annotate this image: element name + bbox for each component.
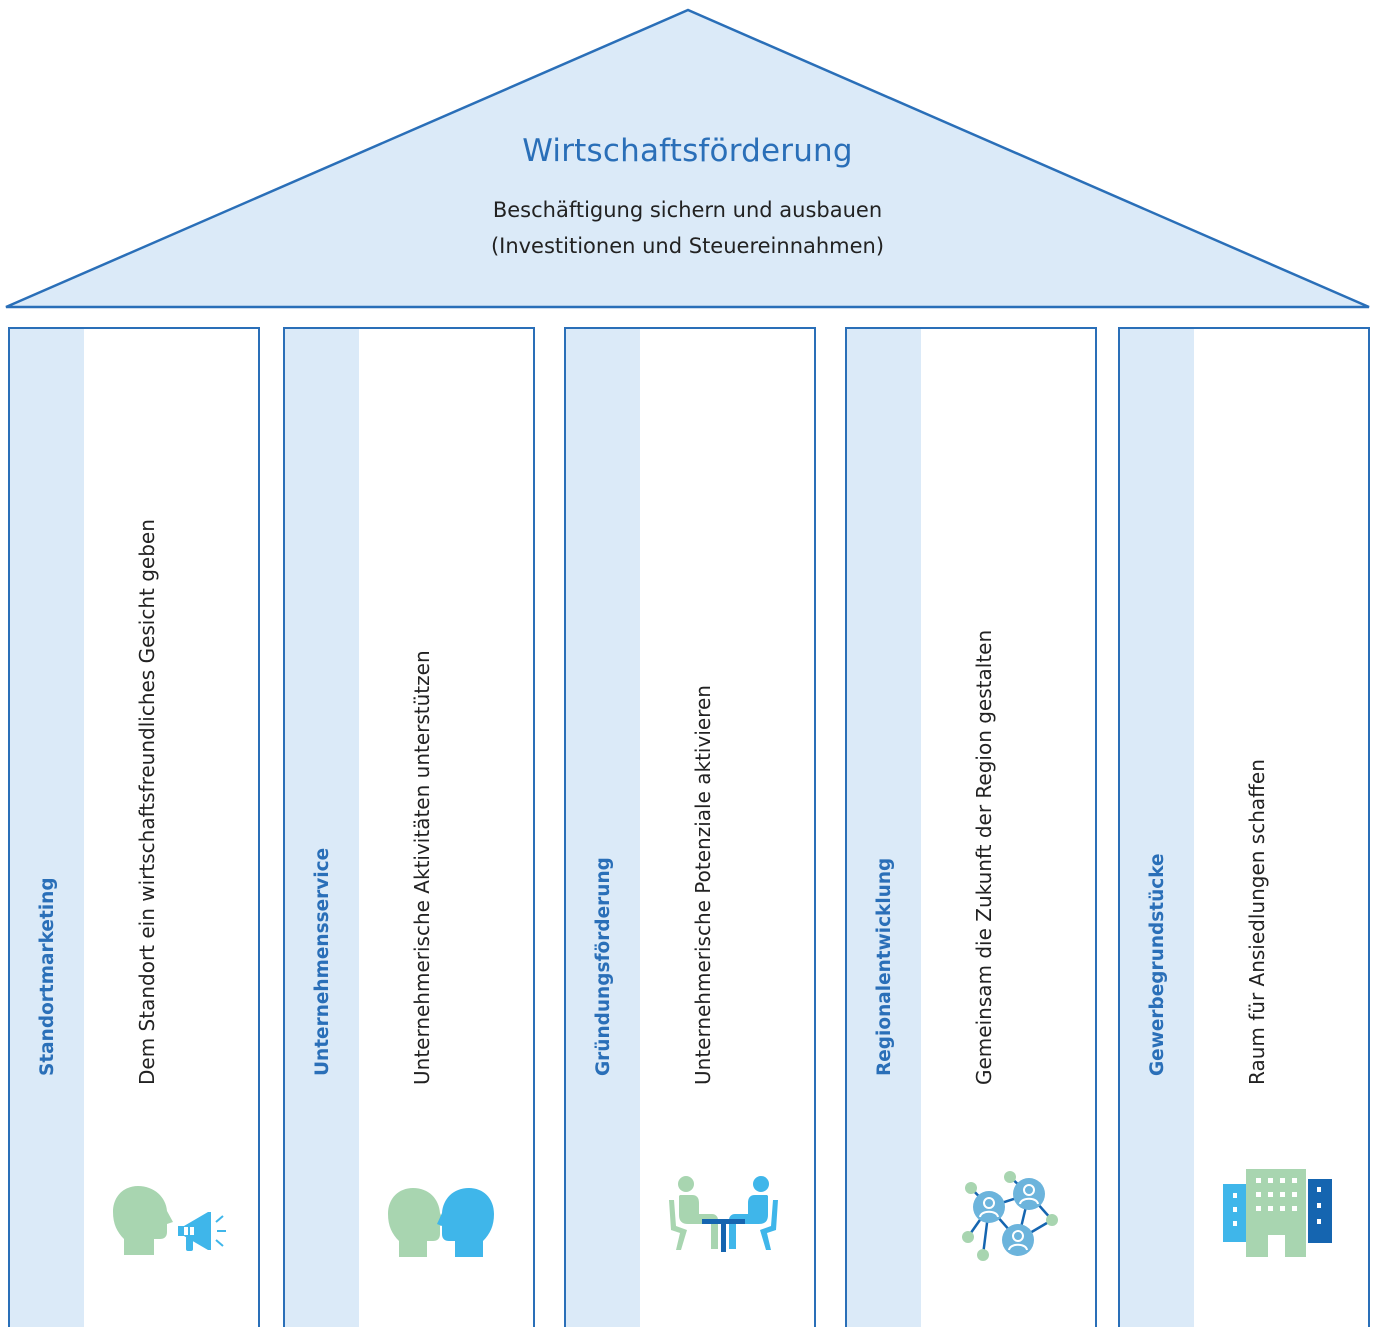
pillar-gruendungsfoerderung: Gründungsförderung Unternehmerische Pote… — [564, 327, 816, 1327]
meeting-table-icon — [669, 1176, 778, 1252]
pillar-gewerbegrundstuecke: Gewerbegrundstücke Raum für Ansiedlungen… — [1118, 327, 1370, 1327]
pillar-stripe — [285, 329, 359, 1327]
network-people-icon — [962, 1171, 1058, 1261]
roof-triangle — [5, 8, 1370, 309]
pillar-title: Regionalentwicklung — [874, 857, 895, 1076]
pillar-regionalentwicklung: Regionalentwicklung Gemeinsam die Zukunf… — [845, 327, 1097, 1327]
pillar-description: Unternehmerische Potenziale aktivieren — [691, 685, 715, 1085]
pillar-description: Unternehmerische Aktivitäten unterstütze… — [410, 650, 434, 1085]
pillar-description: Raum für Ansiedlungen schaffen — [1245, 759, 1269, 1085]
pillar-title: Unternehmensservice — [312, 847, 333, 1076]
roof-subtitle-line2: (Investitionen und Steuereinnahmen) — [490, 234, 885, 258]
pillar-stripe — [566, 329, 640, 1327]
pillar-description: Gemeinsam die Zukunft der Region gestalt… — [972, 629, 996, 1085]
buildings-icon — [1223, 1169, 1332, 1257]
pillar-title: Gründungsförderung — [593, 857, 614, 1076]
megaphone-speaker-icon — [113, 1186, 226, 1255]
pillar-standortmarketing: Standortmarketing Dem Standort ein wirts… — [8, 327, 260, 1327]
pillar-stripe — [1120, 329, 1194, 1327]
roof-title: Wirtschaftsförderung — [522, 133, 853, 169]
pillar-description: Dem Standort ein wirtschaftsfreundliches… — [135, 519, 159, 1085]
two-heads-dialogue-icon — [388, 1188, 494, 1257]
pillar-title: Gewerbegrundstücke — [1147, 853, 1168, 1076]
pillar-title: Standortmarketing — [37, 877, 58, 1076]
pillar-unternehmensservice: Unternehmensservice Unternehmerische Akt… — [283, 327, 535, 1327]
pillar-stripe — [10, 329, 84, 1327]
roof-subtitle-line1: Beschäftigung sichern und ausbauen — [492, 198, 883, 222]
pillar-stripe — [847, 329, 921, 1327]
